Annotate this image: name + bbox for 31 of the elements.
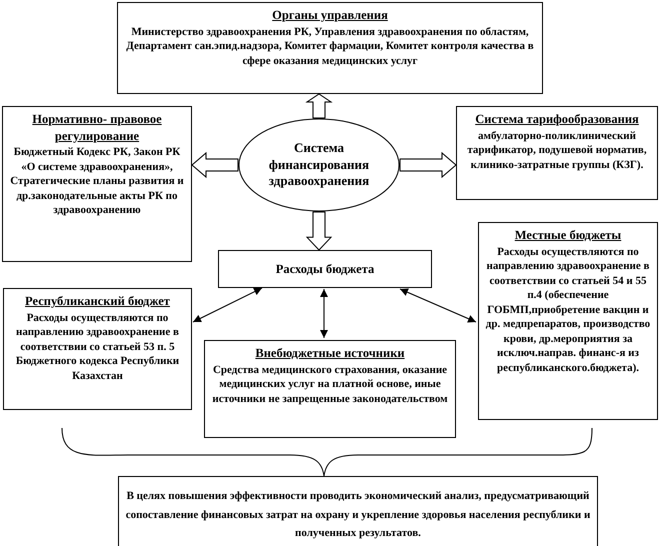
double-arrow [320,288,328,338]
block-arrow [306,212,332,251]
box-description: Расходы осуществляются по направлению здравоохранение в соответствии со статьей 53 п. 5 Бюджетного кодекса Республики Казахстан [14,310,180,384]
box-description: Расходы осуществляются по направлению здравоохранение в соответствии со статьей 54 и 55 п.4 (обеспечение ГОБМП,приобретение вакцин и др. медпрепаратов, производство крови, др.мероприятия за исключ.направ. финанс-я из республиканского.бюджета). [485,244,651,376]
text-box [117,2,543,94]
text-box [3,288,192,410]
box-label: Расходы бюджета [276,260,374,278]
text-box [456,106,658,200]
text-box [218,250,432,288]
box-label: В целях повышения эффективности проводить экономический анализ, предусматривающий сопоставление финансовых затрат на охрану и укрепление здоровья населения республики и полученных результатов. [125,489,591,542]
box-heading: Внебюджетные источники [255,345,405,362]
double-arrow [192,288,262,322]
double-arrow [400,288,476,322]
text-box [118,476,598,546]
box-description: Средства медицинского страхования, оказание медицинских услуг на платной основе, иные источники не запрещенные законодательством [211,362,449,406]
box-label: Система финансирования здравоохранения [268,140,370,190]
box-heading: Местные бюджеты [514,227,622,244]
box-heading: Нормативно- правовое регулирование [31,111,163,144]
block-arrow [305,93,333,118]
text-box [478,222,658,420]
box-description: Министерство здравоохранения РК, Управления здравоохранения по областям, Департамент сан.эпид.надзора, Комитет фармации, Комитет контроля качества в сфере оказания медицинских услуг [125,24,535,68]
box-description: Бюджетный Кодекс РК, Закон РК «О системе здравоохранения», Стратегические планы развития и др.законодательные акты РК по здравоохранению [9,145,185,218]
text-box [204,340,456,438]
box-heading: Органы управления [272,7,388,24]
block-arrow [400,152,457,178]
text-box [2,106,192,262]
block-arrow [191,152,238,178]
ellipse-node [238,118,400,212]
box-description: амбулаторно-поликлинический тарификатор, подушевой норматив, клинико-затратные группы (КЗГ). [466,128,648,172]
box-heading: Республиканский бюджет [25,293,170,310]
box-heading: Система тарифообразования [475,111,639,128]
